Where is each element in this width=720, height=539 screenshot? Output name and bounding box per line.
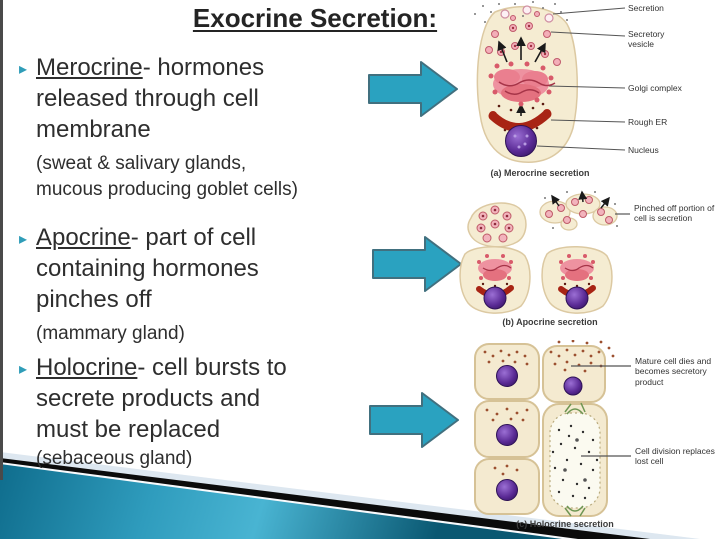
label-cell-division: Cell division replaces lost cell [635, 446, 715, 467]
bullet-line: containing hormones [36, 255, 259, 283]
bullet-line: - part of cell [130, 224, 257, 251]
figure-holocrine: Mature cell dies and becomes secretory p… [455, 340, 720, 539]
bullet-marker-icon: ▸ [18, 61, 28, 78]
bullet-text: Apocrine- part of cell containing hormon… [36, 222, 306, 347]
bullet-item-merocrine: ▸ Merocrine- hormones released through c… [10, 52, 306, 202]
figure-caption-apocrine: (b) Apocrine secretion [502, 317, 598, 327]
label-nucleus: Nucleus [628, 145, 659, 155]
apocrine-cell-illustration [459, 190, 630, 314]
figure-caption-merocrine: (a) Merocrine secretion [490, 168, 590, 178]
figure-apocrine: Pinched off portion of cell is secretion… [455, 190, 720, 336]
bullet-item-apocrine: ▸ Apocrine- part of cell containing horm… [10, 222, 306, 347]
bullet-note: (mammary gland) [36, 322, 185, 344]
holocrine-cell-illustration [474, 340, 631, 517]
arrow-right-icon [372, 236, 462, 292]
arrow-right-icon [368, 61, 458, 117]
bullet-term: Apocrine [36, 224, 131, 251]
bullet-term: Merocrine [36, 54, 143, 81]
bullet-line: pinches off [36, 286, 152, 314]
bullet-line: secrete products and [36, 385, 261, 413]
label-pinched-off-portion: Pinched off portion of cell is secretion [634, 203, 715, 224]
slide-title: Exocrine Secretion: [192, 3, 438, 33]
bullet-line: must be replaced [36, 416, 221, 444]
bullet-text: Holocrine- cell bursts to secrete produc… [36, 352, 306, 471]
label-golgi-complex: Golgi complex [628, 83, 682, 93]
corner-decoration [0, 452, 700, 539]
bullet-note: mucous producing goblet cells) [36, 178, 298, 200]
slide-left-edge [0, 0, 3, 480]
bullet-line: membrane [36, 116, 151, 144]
figure-merocrine: Secretion Secretory vesicle Golgi comple… [455, 0, 720, 186]
label-rough-er: Rough ER [628, 117, 668, 127]
bullet-line: - cell bursts to [137, 354, 287, 381]
label-secretory-vesicle: Secretory vesicle [628, 29, 665, 50]
arrow-right-icon [369, 392, 459, 448]
bullet-term: Holocrine [36, 354, 138, 381]
bullet-note: (sweat & salivary glands, [36, 152, 247, 174]
label-mature-cell-dies: Mature cell dies and becomes secretory p… [635, 356, 712, 387]
merocrine-cell-illustration [474, 1, 626, 163]
bullet-text: Merocrine- hormones released through cel… [36, 52, 306, 202]
bullet-line: - hormones [142, 54, 265, 81]
bullet-marker-icon: ▸ [18, 231, 28, 248]
label-secretion: Secretion [628, 3, 664, 13]
bullet-marker-icon: ▸ [18, 361, 28, 378]
figure-caption-holocrine: (c) Holocrine secretion [516, 519, 614, 529]
bullet-note: (sebaceous gland) [36, 447, 193, 469]
bullet-line: released through cell [36, 85, 259, 113]
bullet-item-holocrine: ▸ Holocrine- cell bursts to secrete prod… [10, 352, 306, 471]
